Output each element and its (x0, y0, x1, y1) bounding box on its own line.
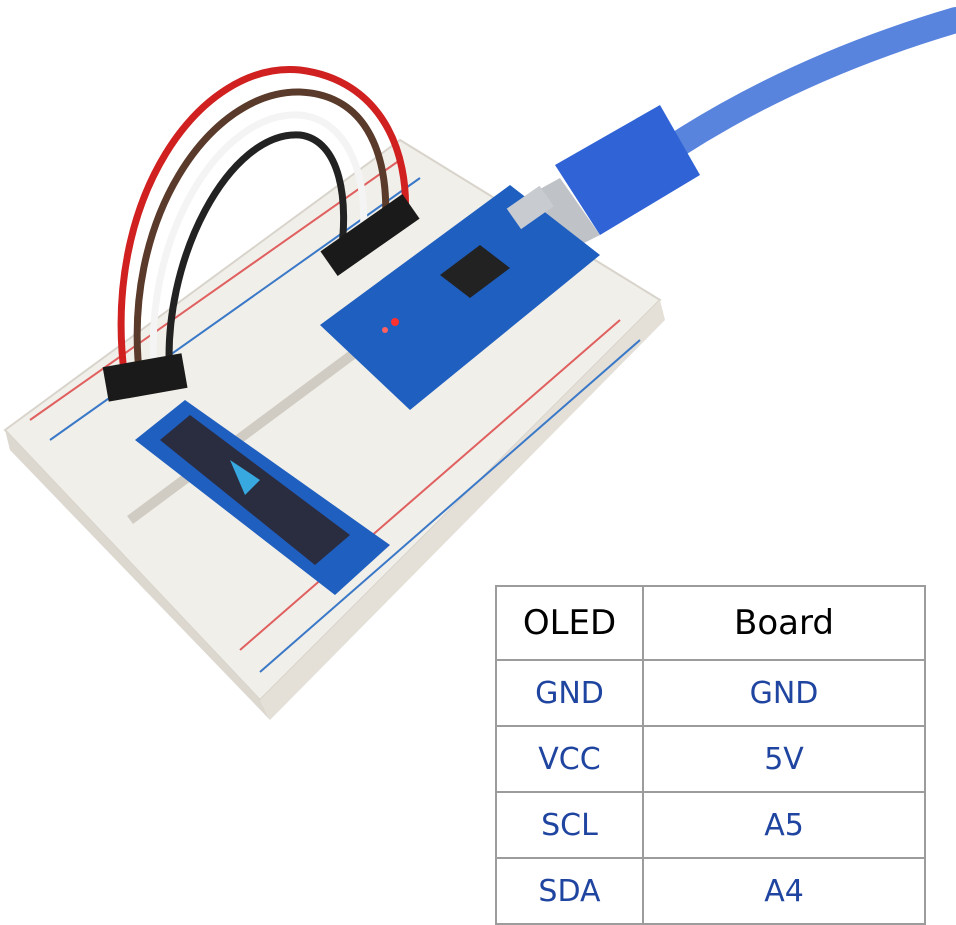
arduino-nano (320, 185, 600, 410)
board-pin: A5 (642, 791, 926, 859)
oled-pin: SCL (495, 791, 644, 859)
oled-pin: SDA (495, 857, 644, 925)
header-connector (320, 194, 420, 276)
oled-module (135, 400, 390, 595)
table-row: SDA A4 (495, 857, 926, 925)
oled-pin: VCC (495, 725, 644, 793)
board-pin: A4 (642, 857, 926, 925)
column-header-board: Board (642, 585, 926, 661)
jumper-wires (117, 66, 410, 381)
table-row: GND GND (495, 659, 926, 727)
header-connector (102, 353, 188, 402)
table-row: SCL A5 (495, 791, 926, 859)
pin-mapping-table: OLED Board GND GND VCC 5V SCL A5 SDA A4 (495, 585, 926, 925)
table-header-row: OLED Board (495, 585, 926, 661)
table-row: VCC 5V (495, 725, 926, 793)
board-pin: GND (642, 659, 926, 727)
oled-pin: GND (495, 659, 644, 727)
board-pin: 5V (642, 725, 926, 793)
column-header-oled: OLED (495, 585, 644, 661)
